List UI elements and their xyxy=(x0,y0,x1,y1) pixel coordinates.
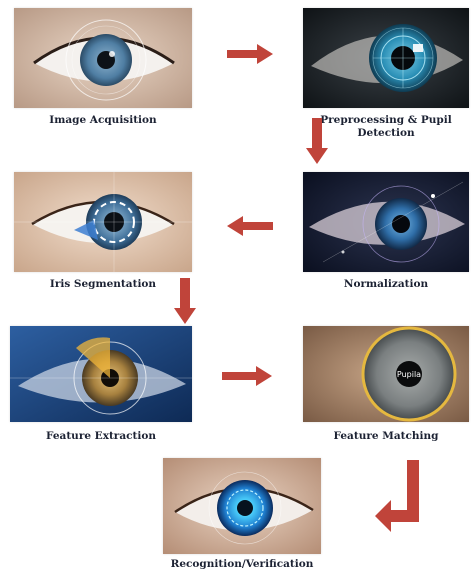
step-3-image xyxy=(303,172,469,272)
step-4-image xyxy=(14,172,192,272)
eye-photo-icon: Pupila xyxy=(303,326,469,422)
arrow-right-2 xyxy=(222,366,272,386)
arrow-elbow-down-left xyxy=(375,460,419,532)
pupila-label: Pupila xyxy=(397,370,421,379)
eye-photo-icon xyxy=(10,326,192,422)
step-5-label: Feature Extraction xyxy=(10,430,192,443)
step-7-label: Recognition/Verification xyxy=(150,558,334,571)
eye-photo-icon xyxy=(14,172,192,272)
eye-photo-icon xyxy=(163,458,321,554)
step-4-label: Iris Segmentation xyxy=(14,278,192,291)
eye-photo-icon xyxy=(14,8,192,108)
arrow-down-2 xyxy=(174,278,196,324)
step-1-label: Image Acquisition xyxy=(14,114,192,127)
step-3-label: Normalization xyxy=(303,278,469,291)
step-5-image xyxy=(10,326,192,422)
arrow-right-1 xyxy=(227,44,273,64)
step-6-image: Pupila xyxy=(303,326,469,422)
step-2-image xyxy=(303,8,469,108)
arrow-down-1 xyxy=(306,118,328,164)
step-6-label: Feature Matching xyxy=(303,430,469,443)
eye-photo-icon xyxy=(303,8,469,108)
arrow-left-1 xyxy=(227,216,273,236)
eye-photo-icon xyxy=(303,172,469,272)
step-1-image xyxy=(14,8,192,108)
step-7-image xyxy=(163,458,321,554)
